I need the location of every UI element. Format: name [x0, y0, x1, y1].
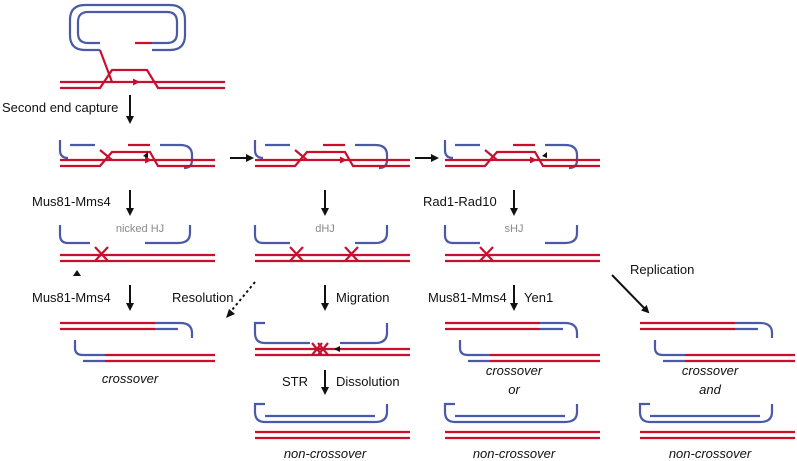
outcome-col4-mid: and: [699, 382, 721, 397]
row1-structure-col1: [58, 140, 215, 170]
arrow-replication: [611, 274, 650, 314]
label-mus81-mms4-c: Mus81-Mms4: [428, 290, 507, 305]
label-resolution: Resolution: [172, 290, 233, 305]
outcome-col1: crossover: [102, 371, 159, 386]
label-nicked-hj: nicked HJ: [116, 223, 164, 235]
row3-crossover-col4: [640, 321, 795, 363]
outcome-col3-top: crossover: [486, 363, 543, 378]
row2-shj: [443, 225, 600, 263]
outcome-col3-bottom: non-crossover: [473, 446, 556, 461]
outcome-col2: non-crossover: [284, 446, 367, 461]
row4-noncrossover-col2: [253, 402, 410, 440]
label-str: STR: [282, 374, 308, 389]
outcome-col3-mid: or: [508, 382, 520, 397]
label-dissolution: Dissolution: [336, 374, 400, 389]
row2-dhj: [253, 225, 410, 263]
row1-structure-col3: [443, 140, 600, 170]
label-dhj: dHJ: [315, 223, 335, 235]
label-shj: sHJ: [505, 223, 524, 235]
row2-nicked-hj: [58, 225, 215, 276]
outcome-col4-bottom: non-crossover: [669, 446, 752, 461]
label-yen1: Yen1: [524, 290, 553, 305]
label-migration: Migration: [336, 290, 389, 305]
label-mus81-mms4-b: Mus81-Mms4: [32, 290, 111, 305]
label-mus81-mms4-a: Mus81-Mms4: [32, 194, 111, 209]
d-loop-initial: [60, 3, 225, 90]
row3-crossover-col3: [445, 321, 600, 363]
row1-structure-col2: [253, 140, 410, 170]
row3-migration: [253, 321, 410, 357]
arrow-resolution: [231, 281, 256, 311]
label-rad1-rad10: Rad1-Rad10: [423, 194, 497, 209]
row3-crossover-col1: [60, 321, 215, 363]
label-second-end-capture: Second end capture: [2, 100, 118, 115]
row4-noncrossover-col4: [638, 402, 795, 440]
label-replication: Replication: [630, 262, 694, 277]
outcome-col4-top: crossover: [682, 363, 739, 378]
row4-noncrossover-col3: [443, 402, 600, 440]
